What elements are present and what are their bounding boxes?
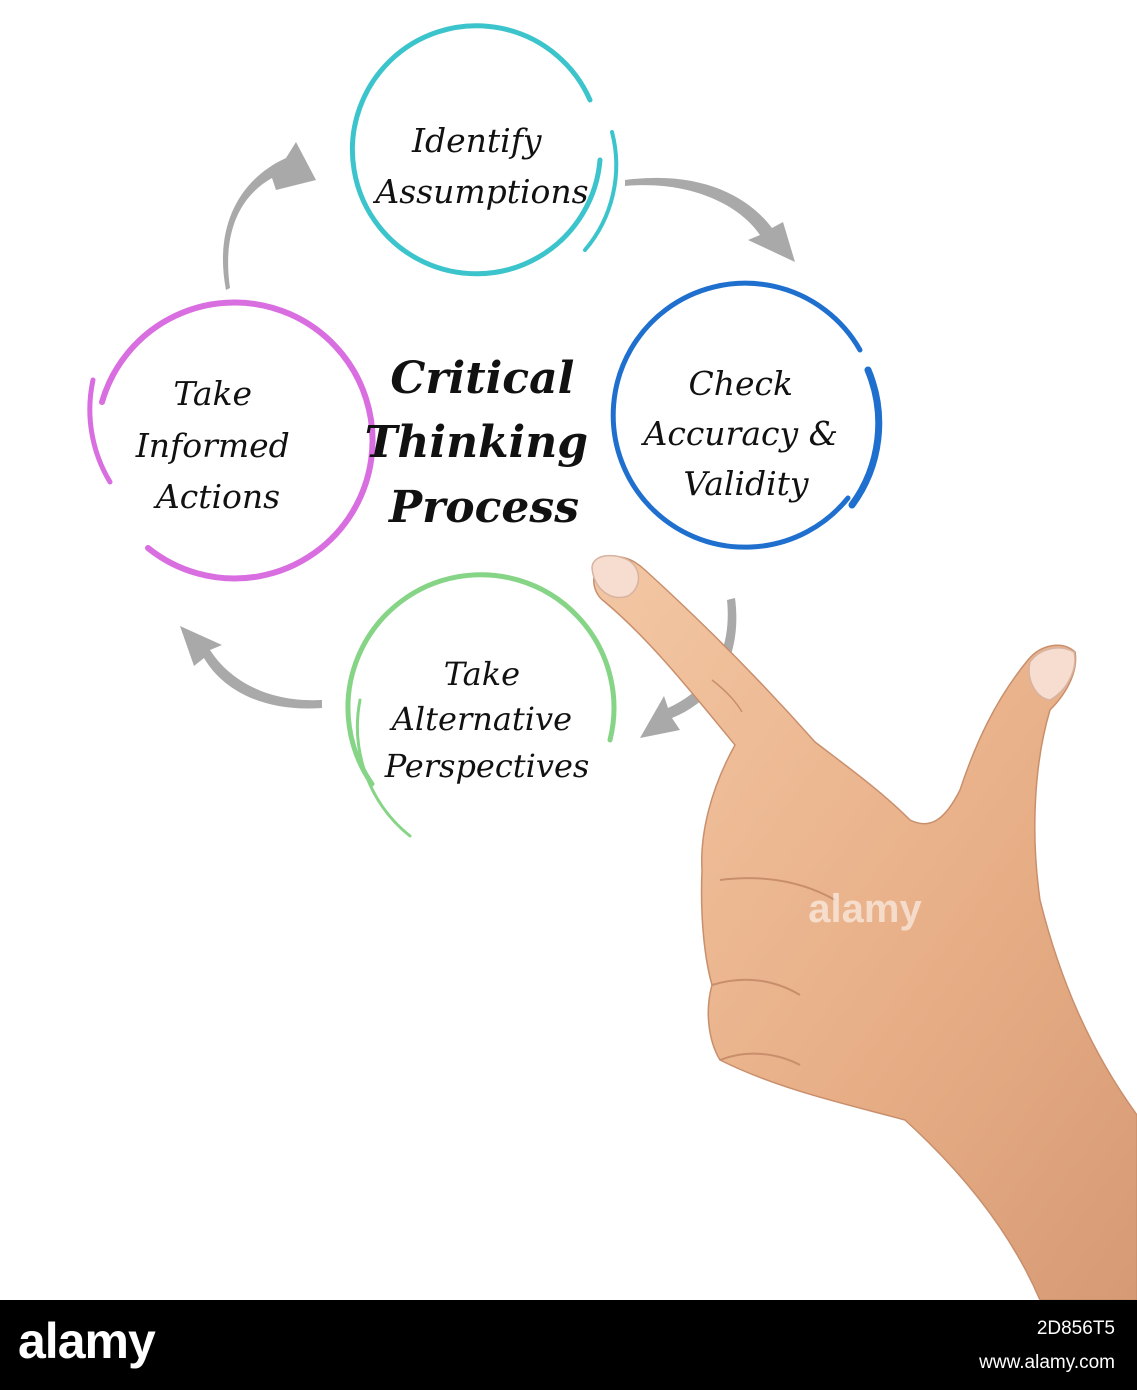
label-line: Alternative [389, 700, 572, 738]
label-line: Perspectives [384, 747, 590, 785]
step-label-alternative: Take Alternative Perspectives [384, 655, 590, 785]
arrow-identify-to-check [625, 178, 795, 262]
label-line: Assumptions [372, 172, 588, 211]
image-id: 2D856T5 [1037, 1318, 1115, 1340]
label-line: Take [173, 374, 252, 413]
label-line: Accuracy & [641, 414, 839, 453]
diagram-canvas: Identify Assumptions Check Accuracy & Va… [0, 0, 1137, 1300]
pointing-hand-image: alamy [592, 556, 1137, 1300]
step-label-identify: Identify Assumptions [372, 121, 588, 211]
arrow-informed-to-identify [223, 142, 316, 290]
title-line: Thinking [365, 417, 588, 468]
alamy-logo: alamy [18, 1312, 155, 1370]
diagram-title: Critical Thinking Process [365, 353, 604, 533]
watermark-text: alamy [808, 887, 922, 931]
label-line: Take [444, 655, 520, 693]
label-line: Identify [411, 121, 542, 160]
stock-footer-bar: alamy 2D856T5 www.alamy.com [0, 1300, 1137, 1390]
title-line: Critical [390, 353, 574, 404]
step-label-informed: Take Informed Actions [135, 374, 301, 516]
label-line: Informed [135, 426, 290, 465]
site-url: www.alamy.com [979, 1352, 1115, 1374]
arrow-alternative-to-informed [180, 626, 322, 709]
critical-thinking-diagram: Identify Assumptions Check Accuracy & Va… [0, 0, 1137, 1300]
title-line: Process [387, 482, 579, 533]
label-line: Validity [683, 464, 809, 503]
thumb-nail [1029, 648, 1075, 700]
label-line: Check [688, 364, 793, 403]
label-line: Actions [153, 477, 280, 516]
step-label-check: Check Accuracy & Validity [641, 364, 849, 503]
